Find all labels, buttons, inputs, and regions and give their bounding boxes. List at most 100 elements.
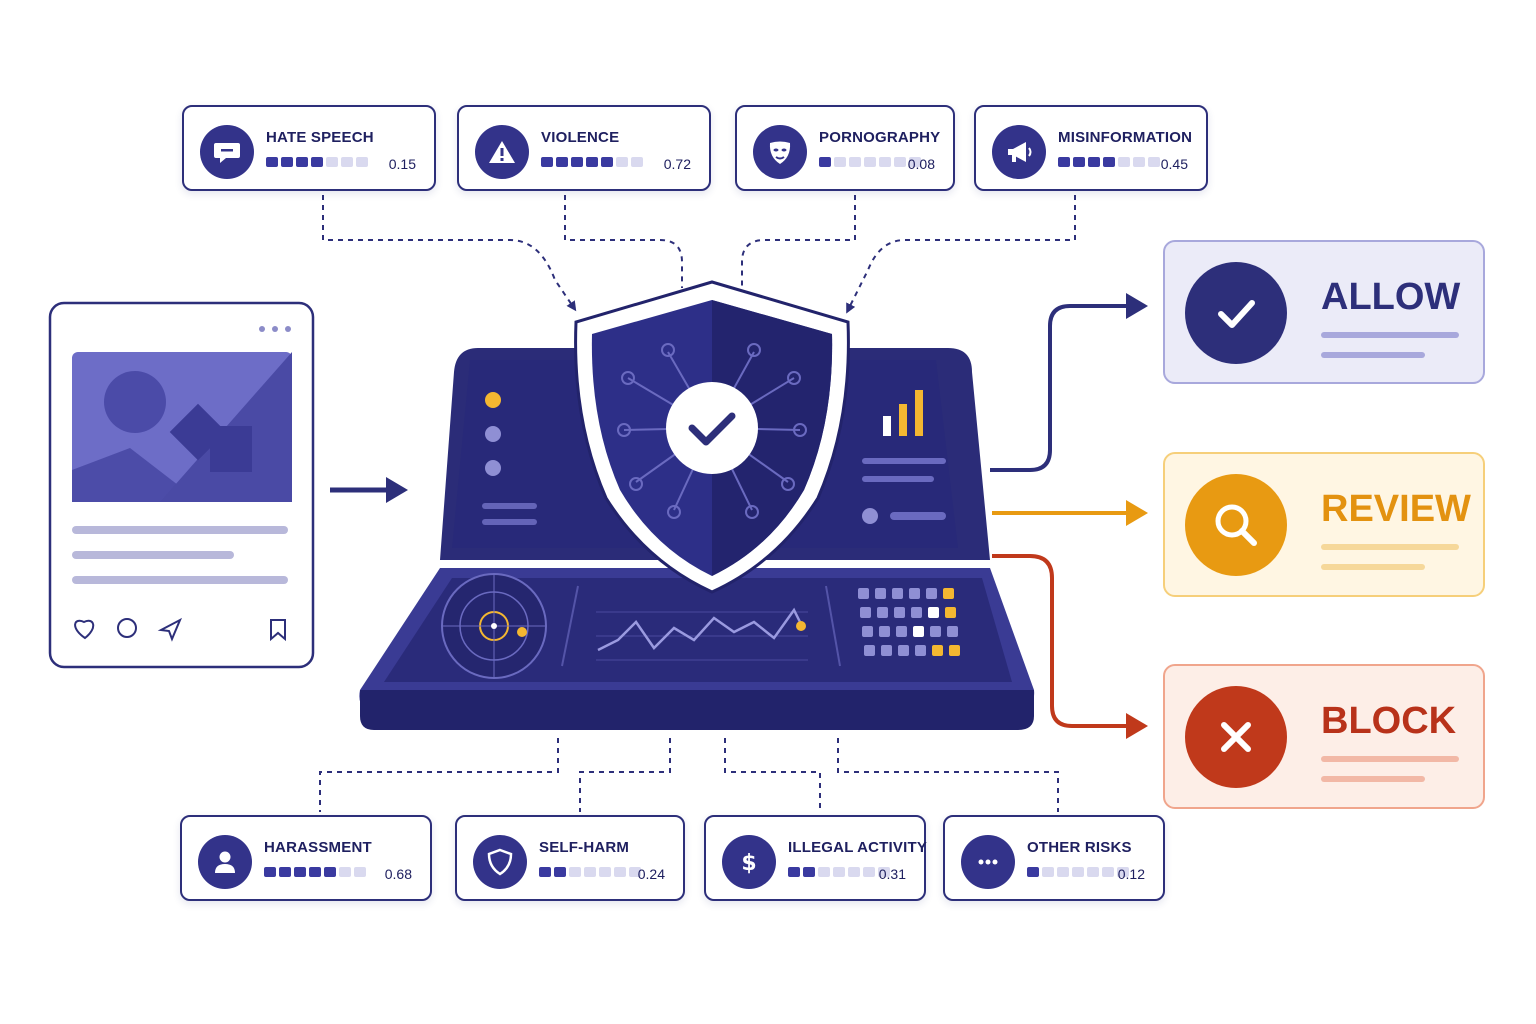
console-key: [860, 607, 871, 618]
send-icon: [157, 617, 183, 642]
outcome-label: BLOCK: [1321, 700, 1457, 742]
block-arrow: [992, 554, 1148, 739]
score-segment: [264, 867, 276, 877]
score-bar: [1027, 867, 1129, 877]
score-segment: [1027, 867, 1039, 877]
score-segment: [1118, 157, 1130, 167]
score-segment: [339, 867, 351, 877]
score-segment: [599, 867, 611, 877]
category-label: VIOLENCE: [541, 129, 620, 146]
megaphone-icon: [992, 125, 1046, 179]
score-segment: [879, 157, 891, 167]
score-bar: [788, 867, 890, 877]
warning-icon: [475, 125, 529, 179]
category-label: HATE SPEECH: [266, 129, 374, 146]
console-key: [894, 607, 905, 618]
category-score: 0.24: [637, 866, 665, 882]
score-segment: [281, 157, 293, 167]
dollar-icon: $: [722, 835, 776, 889]
x-icon: [1185, 686, 1287, 788]
score-segment: [894, 157, 906, 167]
radar-icon: [441, 573, 547, 679]
score-segment: [1042, 867, 1054, 877]
score-segment: [834, 157, 846, 167]
score-segment: [1133, 157, 1145, 167]
comment-icon: [117, 618, 137, 638]
console-key: [892, 588, 903, 599]
score-segment: [848, 867, 860, 877]
console-key: [879, 626, 890, 637]
score-segment: [326, 157, 338, 167]
key-grid: [858, 588, 960, 656]
magnifier-icon: [1185, 474, 1287, 576]
score-segment: [324, 867, 336, 877]
category-score: 0.08: [907, 156, 935, 172]
console-key: [926, 588, 937, 599]
score-segment: [1148, 157, 1160, 167]
category-card-illegal-activity: $ ILLEGAL ACTIVITY 0.31: [704, 815, 927, 901]
category-label: OTHER RISKS: [1027, 839, 1132, 856]
check-icon: [688, 412, 736, 446]
category-label: PORNOGRAPHY: [819, 129, 941, 146]
score-segment: [571, 157, 583, 167]
score-bar: [266, 157, 368, 167]
score-segment: [788, 867, 800, 877]
speech-bubble-icon: [200, 125, 254, 179]
console-key: [875, 588, 886, 599]
score-segment: [279, 867, 291, 877]
score-segment: [818, 867, 830, 877]
console-key: [858, 588, 869, 599]
score-segment: [833, 867, 845, 877]
score-segment: [631, 157, 643, 167]
category-score: 0.72: [663, 156, 691, 172]
outcome-label: ALLOW: [1321, 276, 1461, 318]
console-key: [930, 626, 941, 637]
console-key: [947, 626, 958, 637]
category-card-pornography: PORNOGRAPHY 0.08: [735, 105, 955, 191]
score-segment: [1117, 867, 1129, 877]
score-segment: [296, 157, 308, 167]
console-key: [877, 607, 888, 618]
category-label: MISINFORMATION: [1058, 129, 1193, 146]
category-score: 0.15: [388, 156, 416, 172]
score-segment: [1058, 157, 1070, 167]
score-segment: [849, 157, 861, 167]
category-score: 0.68: [384, 866, 412, 882]
score-segment: [539, 867, 551, 877]
score-segment: [341, 157, 353, 167]
social-post-card: [48, 301, 315, 669]
category-card-other-risks: OTHER RISKS 0.12: [943, 815, 1165, 901]
console-key: [911, 607, 922, 618]
score-segment: [909, 157, 921, 167]
bar-graph-icon: [883, 390, 923, 436]
score-segment: [554, 867, 566, 877]
score-segment: [309, 867, 321, 877]
bookmark-icon: [270, 619, 286, 642]
score-segment: [1057, 867, 1069, 877]
score-segment: [569, 867, 581, 877]
score-segment: [541, 157, 553, 167]
ellipsis-icon: [961, 835, 1015, 889]
score-segment: [863, 867, 875, 877]
outcome-review: REVIEW: [1163, 452, 1485, 597]
category-card-misinformation: MISINFORMATION 0.45: [974, 105, 1208, 191]
svg-text:$: $: [741, 851, 756, 876]
category-card-self-harm: SELF-HARM 0.24: [455, 815, 685, 901]
category-card-hate-speech: HATE SPEECH 0.15: [182, 105, 436, 191]
score-segment: [1103, 157, 1115, 167]
score-segment: [356, 157, 368, 167]
score-segment: [586, 157, 598, 167]
score-segment: [1073, 157, 1085, 167]
console-key: [915, 645, 926, 656]
image-placeholder-icon: [72, 352, 292, 502]
console-key: [881, 645, 892, 656]
outcome-block: BLOCK: [1163, 664, 1485, 809]
category-card-violence: VIOLENCE 0.72: [457, 105, 711, 191]
bottom-connectors: [319, 738, 1059, 812]
score-segment: [614, 867, 626, 877]
score-segment: [556, 157, 568, 167]
console-key: [928, 607, 939, 618]
mask-icon: [753, 125, 807, 179]
category-label: SELF-HARM: [539, 839, 630, 856]
outcome-allow: ALLOW: [1163, 240, 1485, 384]
